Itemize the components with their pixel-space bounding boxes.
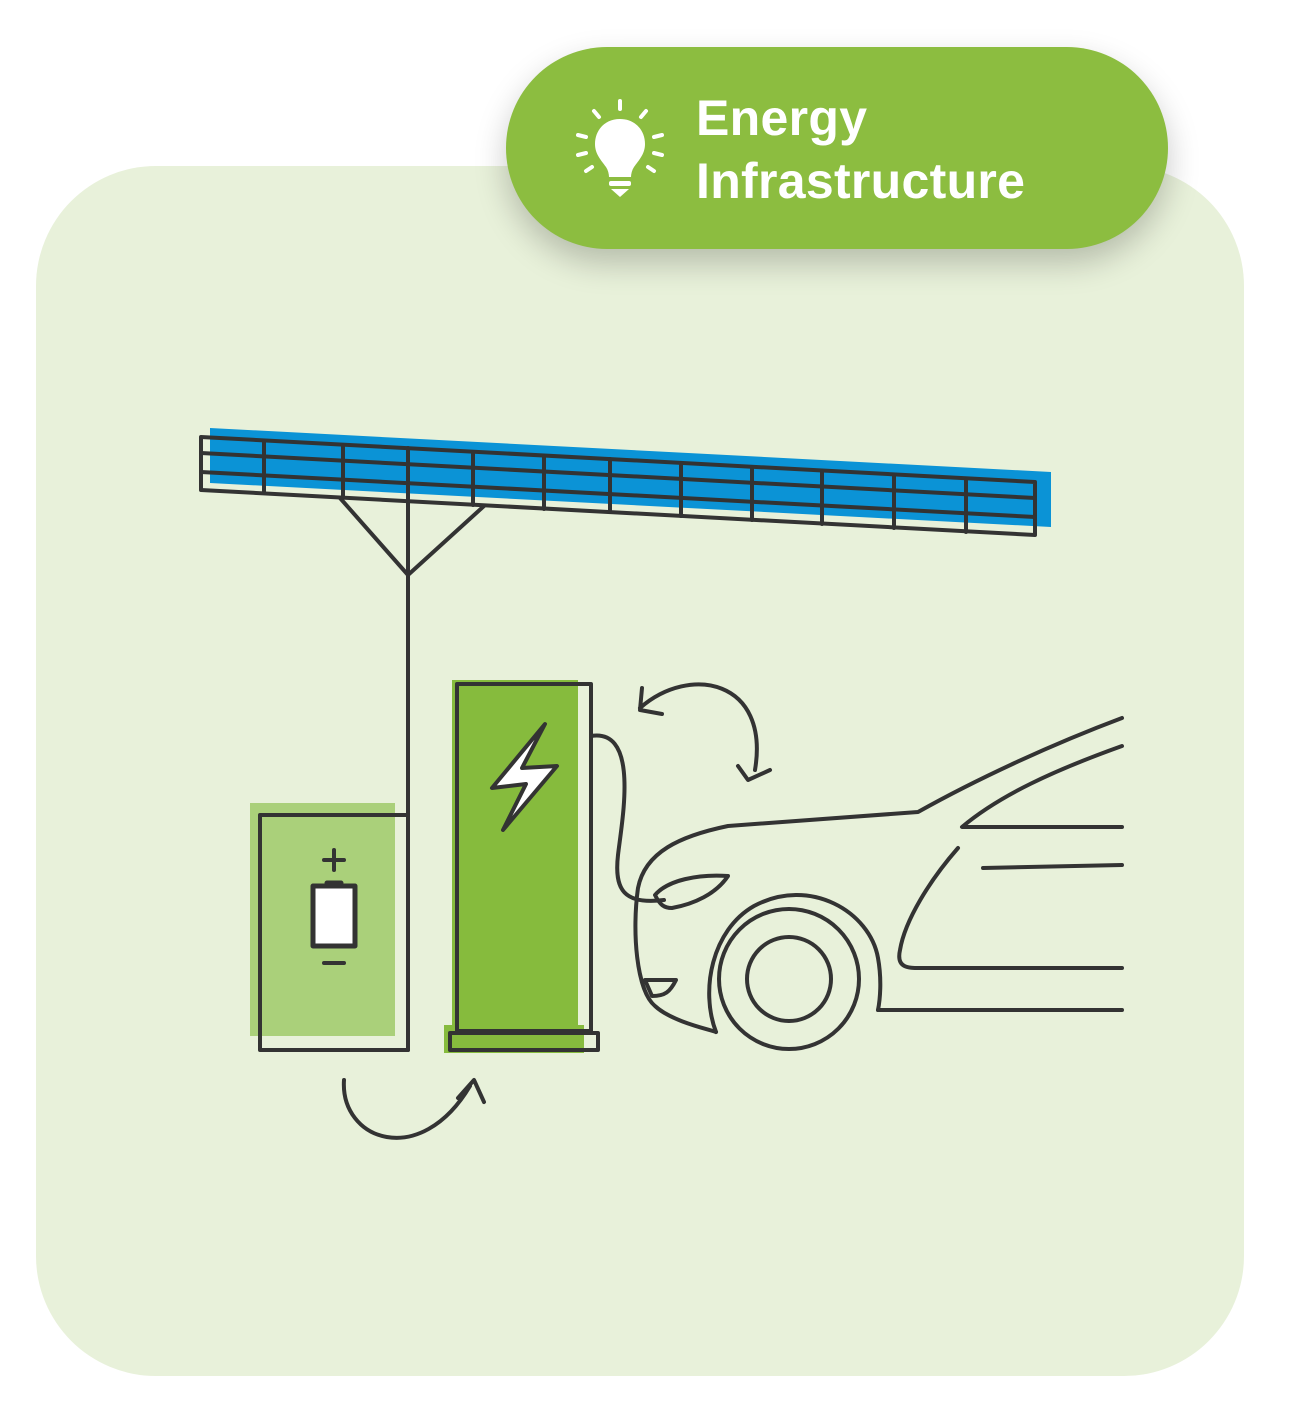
badge-label-line2: Infrastructure — [696, 153, 1026, 209]
badge-label-line1: Energy — [696, 90, 868, 146]
car-icon — [633, 716, 1124, 1051]
flow-arrow-icon — [341, 682, 772, 1140]
charging-station-icon — [444, 680, 666, 1053]
badge-label: Energy Infrastructure — [696, 87, 1025, 213]
solar-canopy-icon — [199, 428, 1051, 1052]
battery-storage-icon — [250, 803, 410, 1052]
category-badge: Energy Infrastructure — [506, 47, 1168, 249]
illustration-card — [36, 166, 1244, 1376]
lightbulb-icon — [576, 99, 664, 197]
